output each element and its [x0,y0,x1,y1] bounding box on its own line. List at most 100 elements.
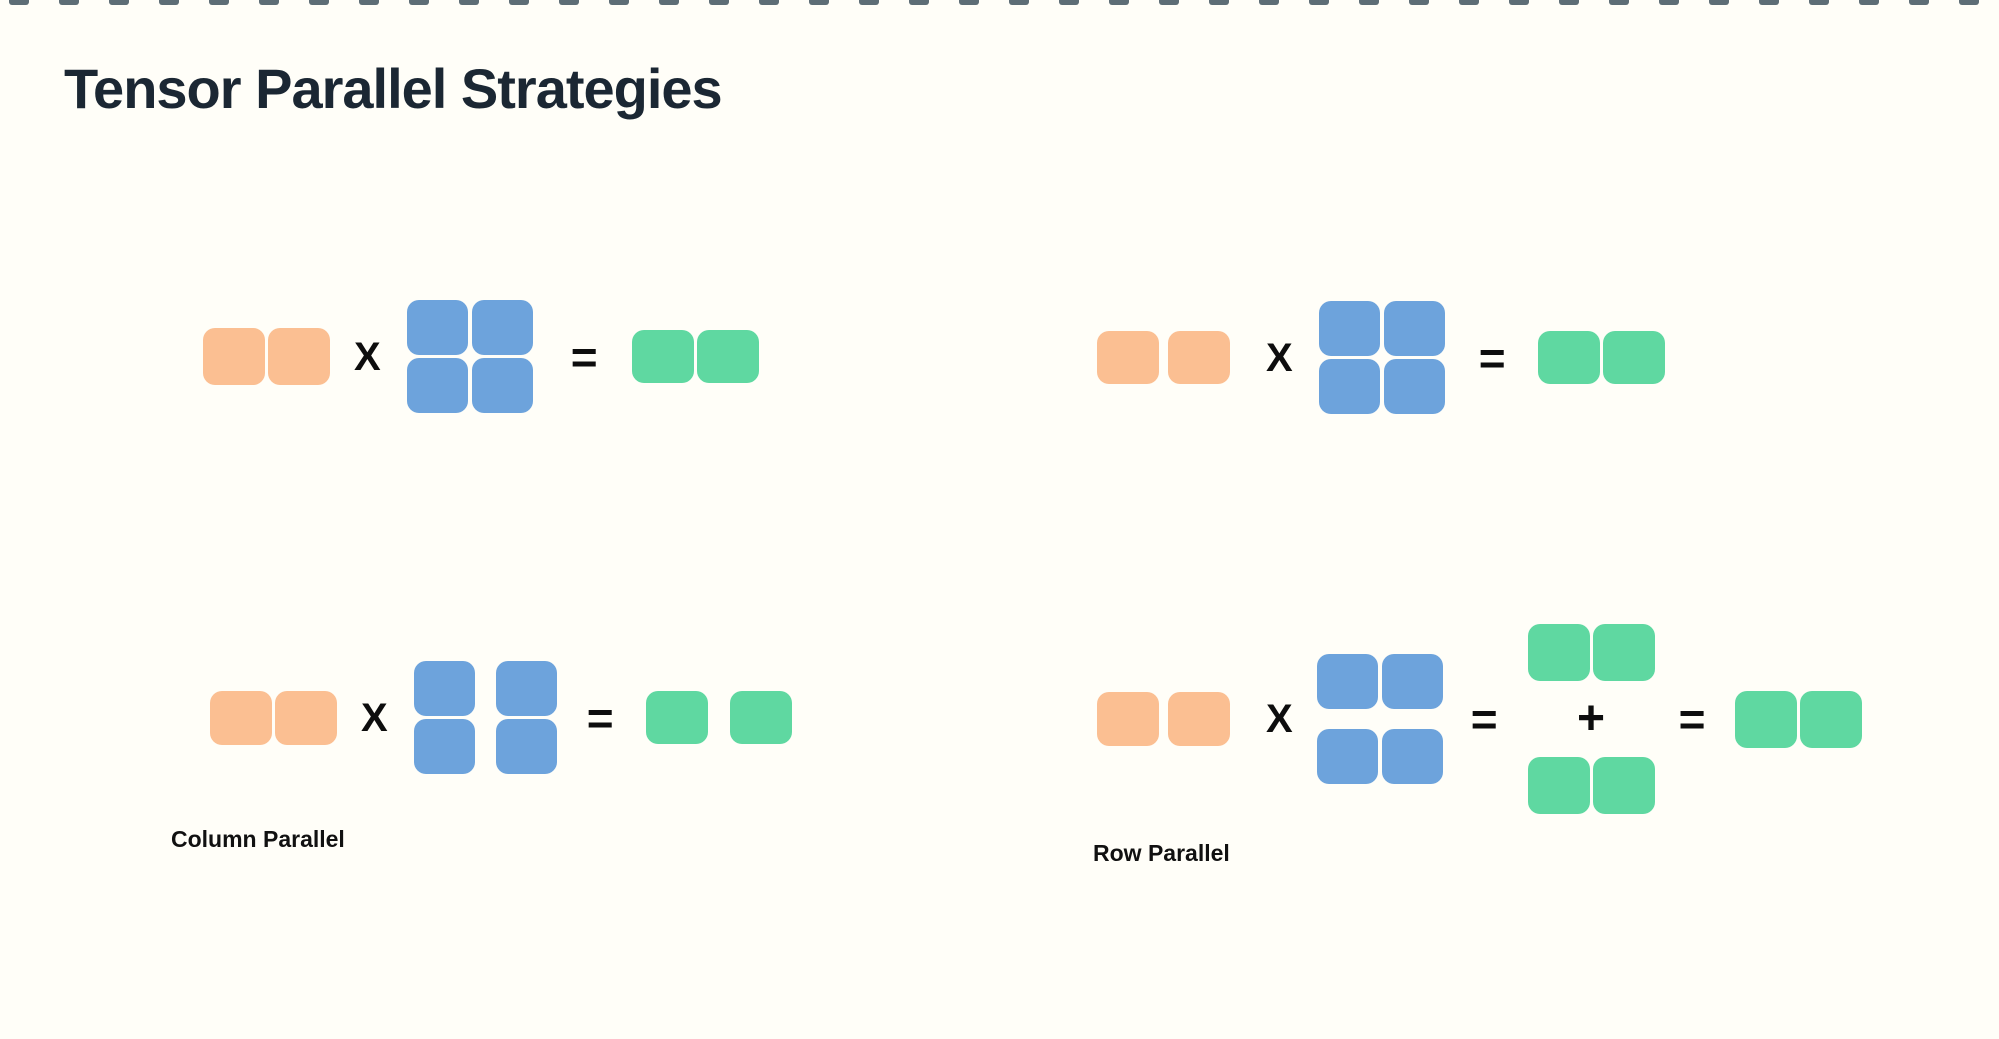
top-border-dash [609,0,629,5]
input-block [1168,331,1230,384]
weight-block [406,300,468,355]
weight-matrix-column-split [413,661,557,774]
diagram-top-left: X = [203,298,759,415]
output-vector [631,330,759,383]
weight-block [1381,729,1443,784]
multiply-operator: X [1266,335,1293,380]
diagram-row-parallel: X = + = [1097,621,1863,817]
input-block [268,328,330,385]
output-vector-split [645,691,792,744]
top-border-dash [59,0,79,5]
weight-block [495,719,557,774]
top-border-dash [1709,0,1729,5]
top-border-dash [1909,0,1929,5]
top-border-dash [1359,0,1379,5]
top-border-dash [559,0,579,5]
weight-block [1316,654,1378,709]
weight-block [495,661,557,716]
top-border-dash [359,0,379,5]
output-vector [1537,331,1665,384]
top-border-dash [509,0,529,5]
input-vector [203,328,330,385]
top-border-dash [1509,0,1529,5]
output-block [1602,331,1665,384]
top-border-dash [1459,0,1479,5]
top-border-dash [1759,0,1779,5]
top-border-dashes [0,0,1999,8]
top-border-dash [1959,0,1979,5]
diagram-top-right: X = [1097,301,1665,414]
top-border-dash [1009,0,1029,5]
top-border-dash [459,0,479,5]
output-block [729,691,792,744]
output-block [1527,757,1590,814]
input-vector [1097,331,1230,384]
top-border-dash [159,0,179,5]
top-border-dash [1859,0,1879,5]
top-border-dash [709,0,729,5]
input-block [1168,692,1230,746]
input-block [275,690,337,745]
top-border-dash [859,0,879,5]
output-block [1735,690,1798,748]
top-border-dash [1209,0,1229,5]
weight-block [1383,359,1445,414]
top-border-dash [1309,0,1329,5]
top-border-dash [309,0,329,5]
top-border-dash [409,0,429,5]
top-border-dash [1409,0,1429,5]
equals-operator: = [1478,331,1506,384]
equals-operator: = [586,691,614,744]
weight-matrix [1318,301,1445,414]
input-block [1097,331,1159,384]
top-border-dash [1109,0,1129,5]
page-title: Tensor Parallel Strategies [64,57,723,120]
output-block [1592,624,1655,681]
partial-results-stack: + [1527,624,1655,814]
top-border-dash [1059,0,1079,5]
top-border-dash [1559,0,1579,5]
column-parallel-label: Column Parallel [171,826,345,852]
output-block [631,330,694,383]
weight-block [1318,359,1380,414]
top-border-dash [1809,0,1829,5]
weight-block [1316,729,1378,784]
output-block [1537,331,1600,384]
top-border-dash [109,0,129,5]
output-vector [1735,690,1863,748]
top-border-dash [1259,0,1279,5]
weight-block [406,358,468,413]
top-border-dash [659,0,679,5]
multiply-operator: X [361,695,388,740]
plus-operator: + [1577,692,1606,745]
weight-block [471,300,533,355]
equals-operator: = [570,330,598,383]
top-border-dash [909,0,929,5]
output-block [1527,624,1590,681]
input-vector [1097,692,1230,746]
output-block [1800,690,1863,748]
output-block [1592,757,1655,814]
output-block [696,330,759,383]
equals-operator: = [1470,693,1498,745]
top-border-dash [9,0,29,5]
output-block [645,691,708,744]
partial-result-bottom [1527,757,1655,814]
weight-matrix-row-split [1316,654,1443,784]
weight-block [471,358,533,413]
diagram-column-parallel: X = [210,661,792,774]
input-block [1097,692,1159,746]
input-block [210,690,272,745]
input-vector [210,690,337,745]
top-border-dash [809,0,829,5]
top-border-dash [259,0,279,5]
top-border-dash [959,0,979,5]
top-border-dash [1159,0,1179,5]
input-block [203,328,265,385]
top-border-dash [1609,0,1629,5]
equals-operator: = [1678,693,1706,745]
multiply-operator: X [1266,697,1293,741]
weight-matrix [406,300,533,413]
partial-result-top [1527,624,1655,681]
